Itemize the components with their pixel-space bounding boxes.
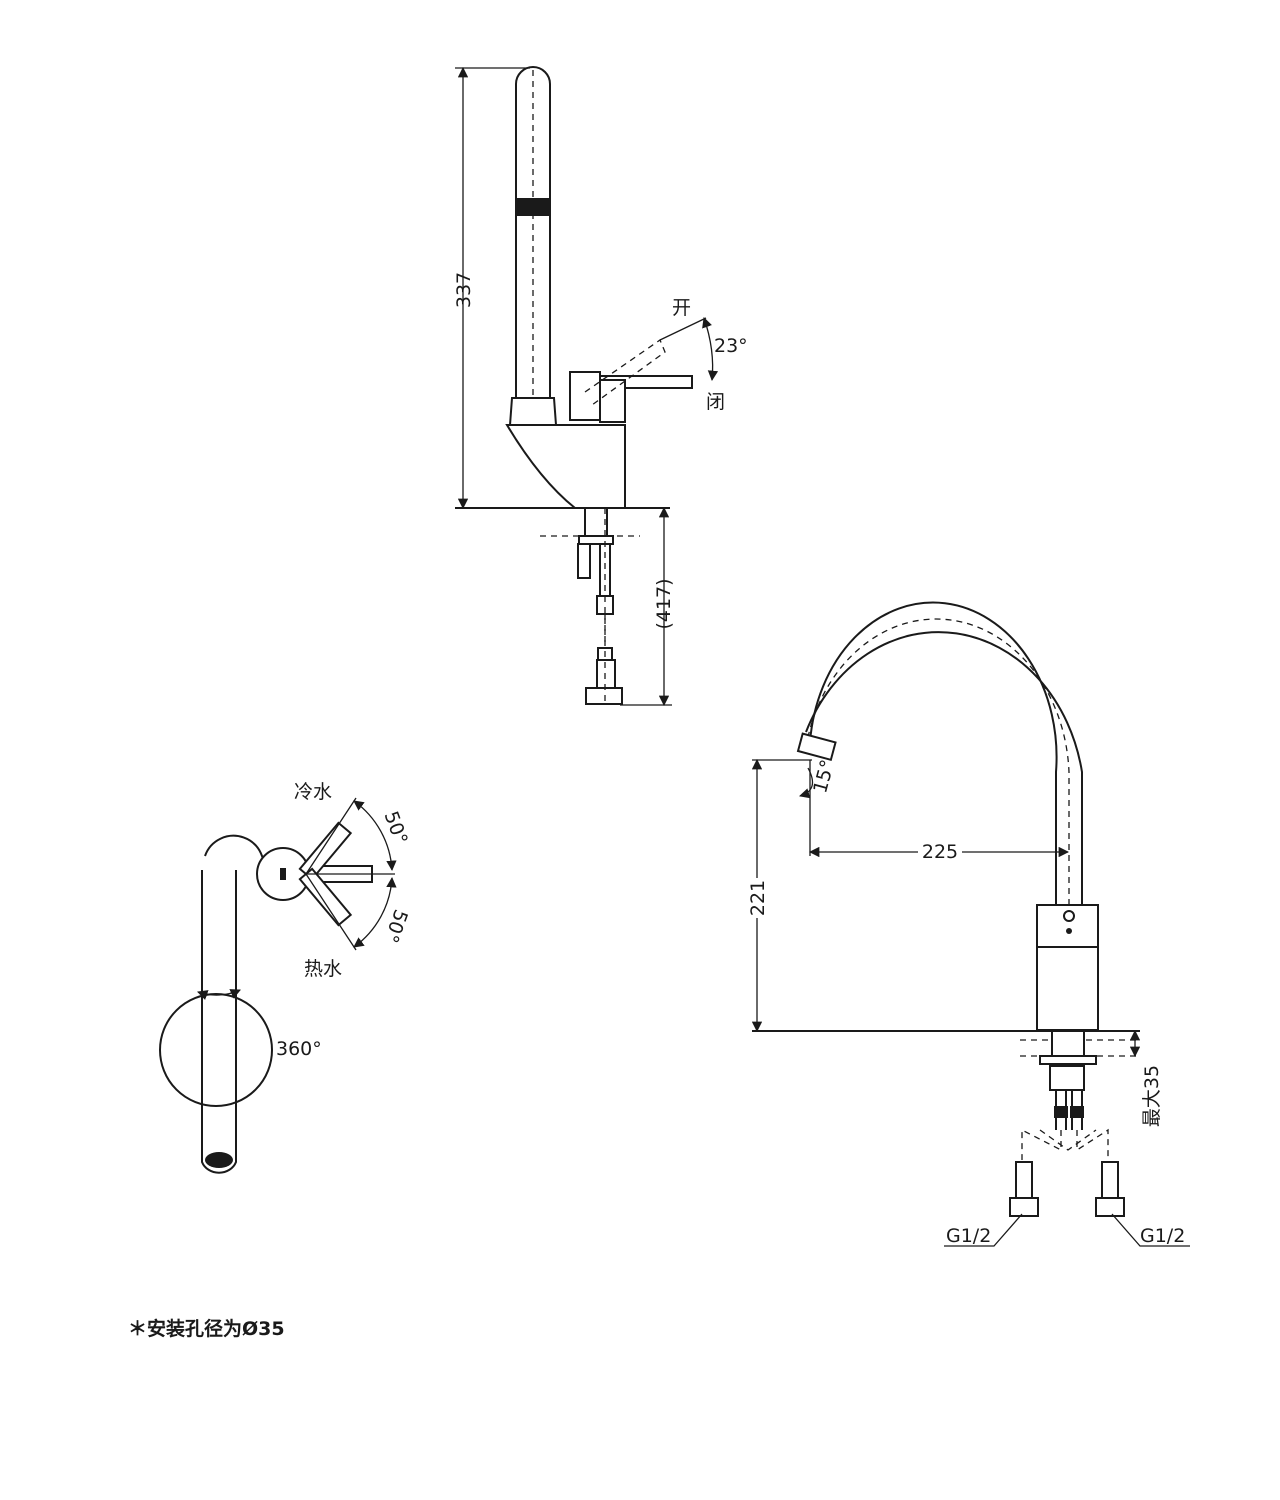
spout-outer-inner xyxy=(809,601,1058,905)
depth-dim: (417) xyxy=(653,578,675,629)
lever-angle-label: 23° xyxy=(714,335,748,357)
inlet-left-label: G1/2 xyxy=(946,1225,991,1247)
installation-note: ＊安装孔径为Ø35 xyxy=(128,1317,285,1340)
reach-dim: 225 xyxy=(922,841,958,863)
front-body xyxy=(1036,946,1099,1031)
spout-arm xyxy=(201,870,237,1174)
front-aerator xyxy=(796,732,837,762)
swivel-angle-label: 360° xyxy=(276,1038,322,1060)
spout-tube xyxy=(515,66,551,398)
open-label: 开 xyxy=(672,297,691,319)
faucet-body xyxy=(505,424,626,509)
lock-nut xyxy=(1049,1065,1085,1091)
close-label: 闭 xyxy=(706,391,725,413)
spout-collar xyxy=(508,397,558,426)
aerator xyxy=(516,198,550,216)
hot-water-label: 热水 xyxy=(304,958,342,980)
inlet-right xyxy=(1101,1161,1119,1199)
side-view: 开 23° 闭 337 (417) xyxy=(453,66,748,707)
max-counter-dim: 最大35 xyxy=(1141,1065,1163,1127)
cold-angle-label: 50° xyxy=(380,808,412,847)
height-dim-front: 221 xyxy=(747,880,769,916)
inlet-left xyxy=(1015,1161,1033,1199)
lever-closed xyxy=(600,375,693,389)
cold-water-label: 冷水 xyxy=(294,781,332,803)
height-dim: 337 xyxy=(453,272,475,308)
inlet-right-label: G1/2 xyxy=(1140,1225,1185,1247)
lever-open xyxy=(584,339,666,406)
front-view: 15° 225 221 最大35 xyxy=(746,601,1190,1247)
inlet-fitting xyxy=(585,687,623,705)
top-view: 360° 50° 50° 冷水 热水 xyxy=(159,781,412,1174)
hot-angle-label: 50° xyxy=(380,906,412,945)
spout-angle-label: 15° xyxy=(809,757,839,795)
base-circle xyxy=(159,993,273,1107)
